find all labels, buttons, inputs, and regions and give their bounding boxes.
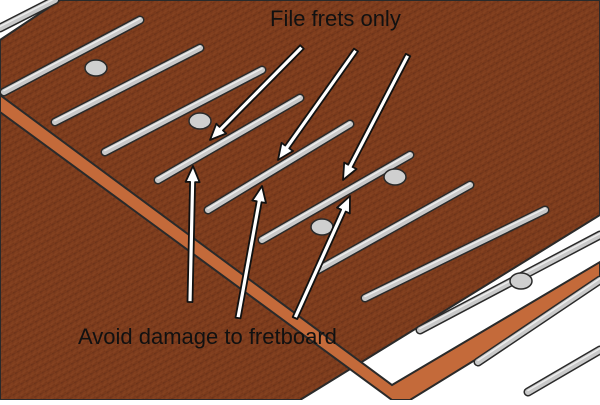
fret-wire bbox=[525, 347, 600, 395]
pointer-arrows bbox=[184, 44, 412, 320]
inlay-dot bbox=[383, 168, 407, 186]
fret-wire bbox=[475, 277, 600, 365]
inlay-dot bbox=[84, 59, 108, 77]
fret-wire bbox=[259, 152, 413, 243]
fret-wire-highlight bbox=[364, 207, 546, 298]
arrow-icon bbox=[277, 47, 359, 161]
inlay-dot bbox=[188, 112, 212, 130]
fret-wire-highlight bbox=[54, 45, 201, 122]
fret-wire bbox=[52, 45, 203, 125]
avoid-damage-label: Avoid damage to fretboard bbox=[78, 324, 337, 349]
file-frets-label: File frets only bbox=[270, 6, 401, 31]
fret-wire-highlight bbox=[317, 182, 471, 270]
inlay-dot bbox=[509, 272, 533, 290]
fret-wire bbox=[155, 95, 303, 183]
fret-markers bbox=[84, 59, 533, 290]
arrow-icon bbox=[234, 185, 267, 320]
fret-wire-highlight bbox=[477, 277, 600, 362]
fret-wire bbox=[0, 0, 58, 31]
fret-wire-highlight bbox=[261, 152, 411, 240]
arrow-icon bbox=[342, 52, 412, 181]
arrow-icon bbox=[291, 195, 351, 320]
fret-wire bbox=[1, 17, 143, 95]
arrow-icon bbox=[184, 165, 201, 304]
fret-wire-highlight bbox=[157, 95, 301, 180]
fret-wire-highlight bbox=[207, 121, 351, 210]
inlay-dot bbox=[310, 218, 334, 236]
arrow-icon bbox=[209, 44, 305, 141]
fret-wire-highlight bbox=[104, 67, 263, 152]
fret-wire-highlight bbox=[0, 0, 54, 28]
fret-wire bbox=[205, 121, 353, 213]
fret-wire bbox=[315, 182, 473, 273]
fret-wire bbox=[362, 207, 548, 301]
fret-wire-highlight bbox=[3, 17, 141, 92]
fret-wire bbox=[102, 67, 265, 155]
fret-wire-highlight bbox=[527, 347, 600, 392]
